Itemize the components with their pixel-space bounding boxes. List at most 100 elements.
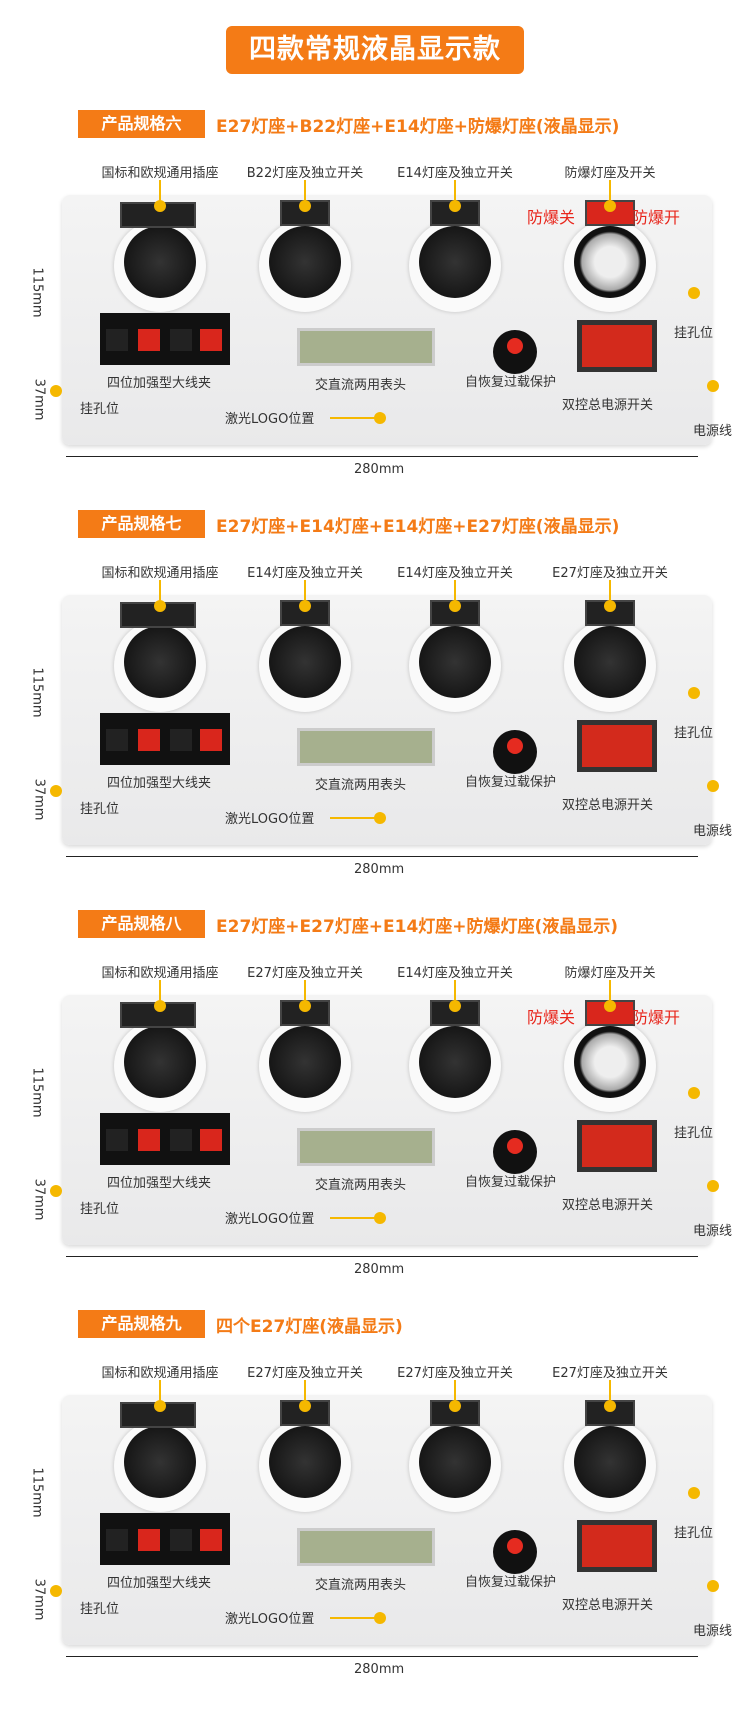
width-dimension: 280mm (354, 462, 405, 477)
main-power-switch[interactable] (577, 720, 657, 772)
depth-dimension: 115mm (29, 667, 45, 718)
marker-dot (449, 600, 461, 612)
logo-label: 激光LOGO位置 (225, 1612, 315, 1627)
component-label: E14灯座及独立开关 (397, 166, 513, 181)
terminal-label: 四位加强型大线夹 (107, 1176, 212, 1191)
hang-hole-left-label: 挂孔位 (80, 1602, 120, 1617)
component-label: 国标和欧规通用插座 (101, 966, 219, 981)
spec-tag: 产品规格九 (78, 1310, 205, 1338)
marker-dot (154, 1400, 166, 1412)
main-switch-label: 双控总电源开关 (562, 398, 654, 413)
overload-reset-button[interactable] (493, 1130, 537, 1174)
spec-tag: 产品规格六 (78, 110, 205, 138)
depth-dimension: 115mm (29, 1067, 45, 1118)
component-label: E27灯座及独立开关 (552, 566, 668, 581)
explosion-socket (564, 220, 656, 312)
spec-tag: 产品规格七 (78, 510, 205, 538)
main-power-switch[interactable] (577, 320, 657, 372)
protect-label: 自恢复过载保护 (465, 1575, 557, 1590)
component-label: E14灯座及独立开关 (247, 566, 363, 581)
spec-title: E27灯座+B22灯座+E14灯座+防爆灯座(液晶显示) (216, 117, 620, 137)
width-dimension-line (66, 1656, 698, 1657)
explosion-socket (564, 1020, 656, 1112)
marker-dot (604, 1000, 616, 1012)
hang-hole-right-label: 挂孔位 (674, 326, 714, 341)
switch[interactable] (585, 200, 635, 226)
marker-dot (604, 1400, 616, 1412)
marker-dot (604, 600, 616, 612)
universal-socket (114, 220, 206, 312)
spec-tag: 产品规格八 (78, 910, 205, 938)
marker-dot (154, 600, 166, 612)
spec-title: 四个E27灯座(液晶显示) (216, 1317, 403, 1337)
e14-socket (409, 620, 501, 712)
lcd-meter (297, 1528, 435, 1566)
universal-socket (114, 620, 206, 712)
meter-label: 交直流两用表头 (315, 1578, 407, 1593)
component-label: E14灯座及独立开关 (397, 566, 513, 581)
meter-label: 交直流两用表头 (315, 1178, 407, 1193)
component-label: 防爆灯座及开关 (564, 166, 656, 181)
height-dimension: 37mm (31, 1578, 47, 1621)
universal-socket (114, 1420, 206, 1512)
terminal-label: 四位加强型大线夹 (107, 776, 212, 791)
component-label: 防爆灯座及开关 (564, 966, 656, 981)
protect-label: 自恢复过载保护 (465, 375, 557, 390)
marker-dot (299, 600, 311, 612)
marker-dot (299, 200, 311, 212)
terminal-block (100, 1513, 230, 1565)
cord-label: 电源线 (693, 424, 733, 439)
e27-socket (259, 1420, 351, 1512)
main-power-switch[interactable] (577, 1520, 657, 1572)
width-dimension-line (66, 1256, 698, 1257)
marker-dot (449, 1000, 461, 1012)
hang-hole-left-label: 挂孔位 (80, 402, 120, 417)
marker-dot (604, 200, 616, 212)
width-dimension: 280mm (354, 1662, 405, 1677)
meter-label: 交直流两用表头 (315, 378, 407, 393)
logo-label: 激光LOGO位置 (225, 812, 315, 827)
universal-socket (114, 1020, 206, 1112)
meter-label: 交直流两用表头 (315, 778, 407, 793)
terminal-block (100, 1113, 230, 1165)
lcd-meter (297, 728, 435, 766)
logo-label: 激光LOGO位置 (225, 1212, 315, 1227)
terminal-block (100, 713, 230, 765)
spec-title: E27灯座+E14灯座+E14灯座+E27灯座(液晶显示) (216, 517, 620, 537)
marker-dot (299, 1400, 311, 1412)
spec-section: 产品规格八 E27灯座+E27灯座+E14灯座+防爆灯座(液晶显示) 国标和欧规通… (0, 910, 750, 1310)
explosion-off-label: 防爆关 (527, 208, 576, 227)
e27-socket (259, 1020, 351, 1112)
hang-hole-right-label: 挂孔位 (674, 1526, 714, 1541)
explosion-on-label: 防爆开 (632, 208, 681, 227)
depth-dimension: 115mm (29, 1467, 45, 1518)
component-label: B22灯座及独立开关 (246, 166, 364, 181)
protect-label: 自恢复过载保护 (465, 1175, 557, 1190)
logo-label: 激光LOGO位置 (225, 412, 315, 427)
marker-dot (449, 1400, 461, 1412)
e27-socket (409, 1420, 501, 1512)
hang-hole-left-label: 挂孔位 (80, 1202, 120, 1217)
component-label: E27灯座及独立开关 (247, 966, 363, 981)
overload-reset-button[interactable] (493, 1530, 537, 1574)
spec-title: E27灯座+E27灯座+E14灯座+防爆灯座(液晶显示) (216, 917, 619, 937)
main-switch-label: 双控总电源开关 (562, 1198, 654, 1213)
overload-reset-button[interactable] (493, 330, 537, 374)
height-dimension: 37mm (31, 778, 47, 821)
main-power-switch[interactable] (577, 1120, 657, 1172)
overload-reset-button[interactable] (493, 730, 537, 774)
hang-hole-left-label: 挂孔位 (80, 802, 120, 817)
spec-section: 产品规格七 E27灯座+E14灯座+E14灯座+E27灯座(液晶显示)国标和欧规… (0, 510, 750, 910)
lcd-meter (297, 1128, 435, 1166)
page-banner: 四款常规液晶显示款 (226, 26, 524, 74)
cord-label: 电源线 (693, 1224, 733, 1239)
main-switch-label: 双控总电源开关 (562, 1598, 654, 1613)
e14-socket (259, 620, 351, 712)
main-switch-label: 双控总电源开关 (562, 798, 654, 813)
width-dimension: 280mm (354, 862, 405, 877)
b22-socket (259, 220, 351, 312)
height-dimension: 37mm (31, 378, 47, 421)
component-label: E27灯座及独立开关 (552, 1366, 668, 1381)
width-dimension-line (66, 456, 698, 457)
